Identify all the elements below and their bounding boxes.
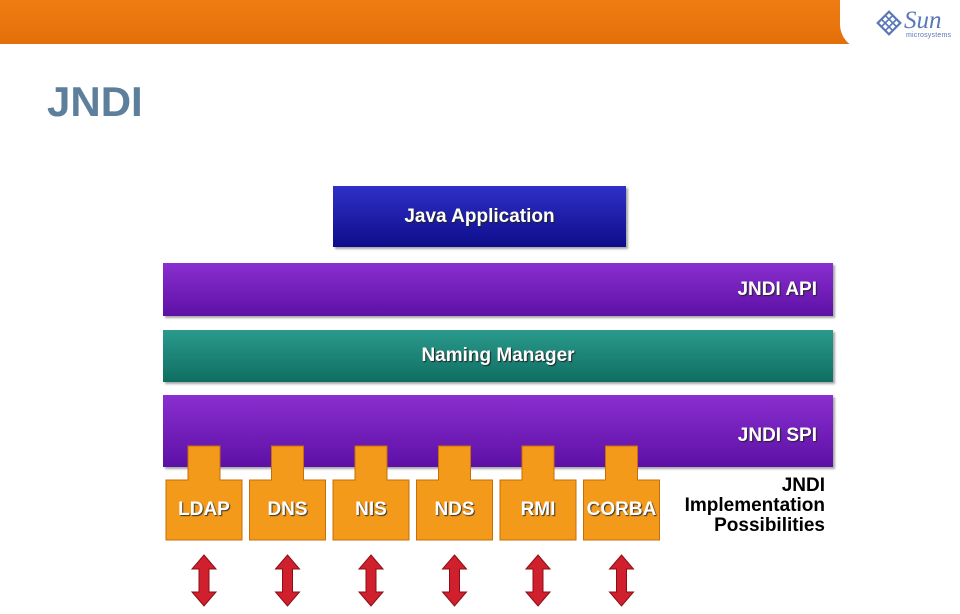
logo-backdrop [840,0,960,50]
naming-manager-label: Naming Manager [421,345,575,366]
jndi-api-label: JNDI API [737,278,817,300]
provider-rmi-arrow-icon [524,554,552,607]
page-title: JNDI [47,78,143,125]
provider-rmi-label: RMI [520,499,556,520]
provider-nis-plug [332,445,410,541]
provider-nis-label: NIS [355,499,387,520]
provider-nds-arrow-icon [441,554,468,607]
implementation-possibilities-label: JNDI Implementation Possibilities [660,476,825,536]
provider-nds-label: NDS [434,499,475,520]
provider-dns-label: DNS [267,499,308,520]
provider-corba-label: CORBA [586,499,657,520]
jndi-spi-label: JNDI SPI [737,425,817,446]
sun-diamond-icon [876,10,902,36]
java-application-layer: Java Application [333,186,626,247]
provider-ldap-label: LDAP [178,499,230,520]
provider-corba-plug [583,445,660,541]
top-banner [0,0,960,44]
provider-ldap-arrow-icon [190,554,218,607]
sun-logo: Sun microsystems [876,6,956,42]
impl-line-3: Possibilities [714,515,825,536]
provider-dns-plug [249,445,326,541]
provider-nis-arrow-icon [357,554,385,607]
impl-line-2: Implementation [684,495,825,516]
java-application-label: Java Application [404,205,555,227]
provider-dns-arrow-icon [274,554,301,607]
naming-manager-layer: Naming Manager [163,330,833,382]
provider-rmi-plug [499,445,577,541]
logo-subtitle: microsystems [906,32,952,39]
provider-corba-arrow-icon [608,554,635,607]
provider-ldap-plug [165,445,243,541]
provider-nds-plug [416,445,493,541]
logo-wordmark: Sun [904,7,942,34]
impl-line-1: JNDI [781,475,825,496]
jndi-api-layer: JNDI API [163,263,833,316]
